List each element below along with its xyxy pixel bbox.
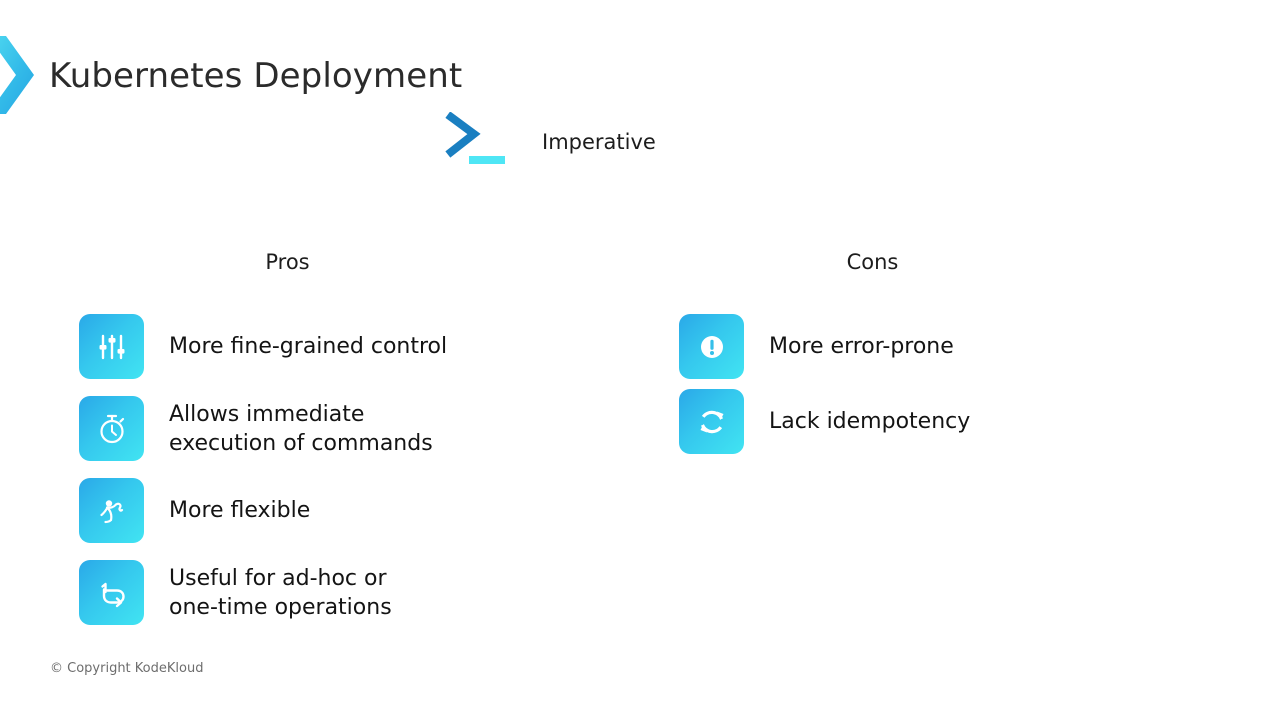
cons-list: More error-prone Lack ide: [660, 314, 1220, 454]
list-item: More error-prone: [660, 314, 1220, 379]
sync-circle-icon: [679, 389, 744, 454]
list-item: More flexible: [60, 478, 620, 543]
corner-chevron-icon: [0, 36, 34, 114]
section-header: Imperative: [444, 111, 656, 172]
column-title-pros: Pros: [265, 250, 310, 274]
column-cons: Cons More error-prone: [660, 248, 1220, 464]
sliders-icon: [79, 314, 144, 379]
column-pros: Pros: [60, 248, 620, 642]
pros-list: More fine-grained control Allows imm: [60, 314, 620, 625]
terminal-prompt-icon: [444, 111, 506, 172]
exclamation-circle-icon: [679, 314, 744, 379]
list-item: Useful for ad-hoc or one-time operations: [60, 560, 620, 625]
column-title-cons: Cons: [846, 250, 899, 274]
list-item: More fine-grained control: [60, 314, 620, 379]
list-item: Lack idempotency: [660, 389, 1220, 454]
list-item-label: More error-prone: [769, 334, 954, 359]
list-item-label: Allows immediate execution of commands: [169, 401, 433, 456]
repeat-one-icon: [79, 560, 144, 625]
list-item-label: More flexible: [169, 498, 311, 523]
stopwatch-icon: [79, 396, 144, 461]
list-item-label: Useful for ad-hoc or one-time operations: [169, 565, 392, 620]
section-label: Imperative: [542, 130, 656, 154]
list-item-label: More fine-grained control: [169, 334, 448, 359]
list-item-label: Lack idempotency: [769, 409, 971, 434]
page-title: Kubernetes Deployment: [49, 56, 463, 96]
flexible-person-icon: [79, 478, 144, 543]
list-item: Allows immediate execution of commands: [60, 396, 620, 461]
copyright-text: © Copyright KodeKloud: [50, 661, 204, 676]
